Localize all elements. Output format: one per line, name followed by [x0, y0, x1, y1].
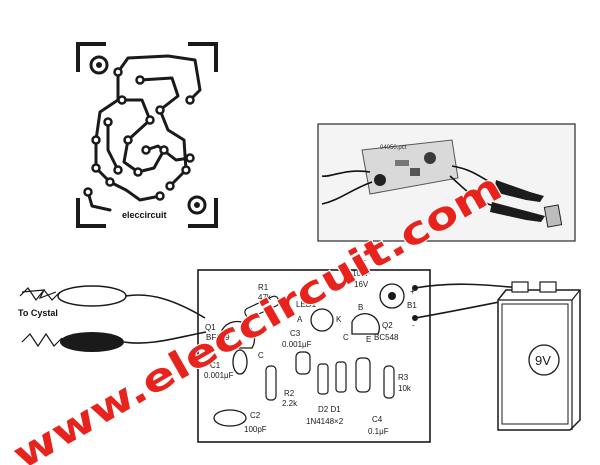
c4-value: 0.1μF	[368, 427, 389, 436]
r3-value: 10k	[398, 384, 412, 393]
pcb-pads	[83, 67, 195, 201]
pcb-brand-label: eleccircuit	[122, 210, 167, 220]
r1-ref: R1	[258, 283, 269, 292]
battery-terminal	[539, 281, 557, 293]
pcb-mount-hole	[194, 202, 200, 208]
photo-alligator-clip	[494, 180, 544, 202]
c2-value: 100pF	[244, 425, 267, 434]
battery-wire-plus	[414, 283, 521, 289]
pcb-pattern	[76, 42, 218, 228]
pcb-corner-mark	[76, 42, 106, 72]
battery-voltage-badge	[528, 344, 560, 376]
resistor-r2	[265, 365, 277, 401]
c3-ref: C3	[290, 329, 301, 338]
resistor-r1	[244, 295, 280, 319]
q2-pin-c: C	[343, 333, 349, 342]
circuit-photo: 04050.pct	[317, 123, 576, 242]
c5-rating: 16V	[354, 280, 369, 289]
photo-part	[410, 168, 420, 176]
lead-black	[21, 331, 207, 352]
to-crystal-label: To Cystal	[18, 308, 58, 318]
battery-voltage: 9V	[535, 353, 551, 368]
transistor-q1	[221, 320, 256, 349]
pcb-corner-mark	[188, 42, 218, 72]
clip-teeth	[19, 287, 61, 302]
photo-part	[395, 160, 409, 166]
c4-ref: C4	[372, 415, 383, 424]
r1-value: 47k	[258, 293, 272, 302]
q1-ref: Q1	[205, 323, 216, 332]
pcb-corner-mark	[76, 198, 106, 228]
lead-wire	[123, 331, 207, 344]
led-pin-a: A	[297, 315, 303, 324]
photo-led	[424, 152, 436, 164]
lead-wire	[125, 294, 206, 319]
c5-ref: C5	[356, 259, 367, 268]
diode-d2	[317, 363, 329, 395]
c2-ref: C2	[250, 411, 261, 420]
q2-ref: Q2	[382, 321, 393, 330]
led-ref: LED1	[296, 300, 317, 309]
lead-white	[19, 285, 206, 319]
c1-value: 0.001μF	[204, 371, 234, 380]
c1-ref: C1	[210, 361, 221, 370]
q1-pin-c: C	[258, 351, 264, 360]
r3-ref: R3	[398, 373, 409, 382]
q2-part: BC548	[374, 333, 399, 342]
battery-terminal	[511, 281, 529, 293]
clip-boot-white	[57, 285, 127, 307]
assembly-diagram: To Cystal R1 47k Q1 BF199 B C E C1 0.001…	[18, 259, 581, 443]
r2-value: 2.2k	[282, 399, 298, 408]
photo-cap	[374, 174, 386, 186]
photo-wire	[449, 175, 495, 207]
b1-minus: -	[412, 321, 415, 330]
led-1	[310, 308, 334, 332]
pcb-traces	[86, 54, 202, 212]
diode-part: 1N4148×2	[306, 417, 344, 426]
b1-ref: B1	[407, 301, 417, 310]
resistor-r3	[383, 365, 395, 399]
photo-crystal	[543, 204, 563, 228]
capacitor-c4	[355, 357, 371, 393]
photo-alligator-clip	[490, 202, 545, 222]
q1-part: BF199	[206, 333, 230, 342]
diode-refs: D2 D1	[318, 405, 341, 414]
r2-ref: R2	[284, 389, 295, 398]
capacitor-c5-marker	[388, 292, 396, 300]
q1-pin-b: B	[222, 345, 227, 354]
b1-plus: +	[410, 287, 415, 296]
transistor-q2	[351, 313, 380, 335]
c5-value: 10μF	[352, 269, 371, 278]
capacitor-c2	[213, 409, 247, 427]
led-pin-k: K	[336, 315, 342, 324]
pcb-corner-mark	[188, 198, 218, 228]
q2-pin-e: E	[366, 335, 371, 344]
diode-d1	[335, 361, 347, 393]
capacitor-c3	[295, 351, 311, 375]
photo-wire	[451, 165, 499, 187]
clip-teeth	[21, 332, 63, 348]
pcb-mount-hole	[89, 55, 109, 75]
pcb-mount-hole	[96, 62, 102, 68]
capacitor-c1	[232, 349, 248, 375]
photo-wire	[321, 181, 373, 205]
q2-pin-b: B	[358, 303, 363, 312]
photo-board	[361, 139, 459, 195]
pcb-mount-hole	[187, 195, 207, 215]
photo-board-label: 04050.pct	[380, 145, 407, 151]
clip-boot-black	[60, 332, 124, 352]
battery: 9V	[497, 281, 581, 431]
photo-wire	[321, 170, 371, 178]
c3-value: 0.001μF	[282, 340, 312, 349]
